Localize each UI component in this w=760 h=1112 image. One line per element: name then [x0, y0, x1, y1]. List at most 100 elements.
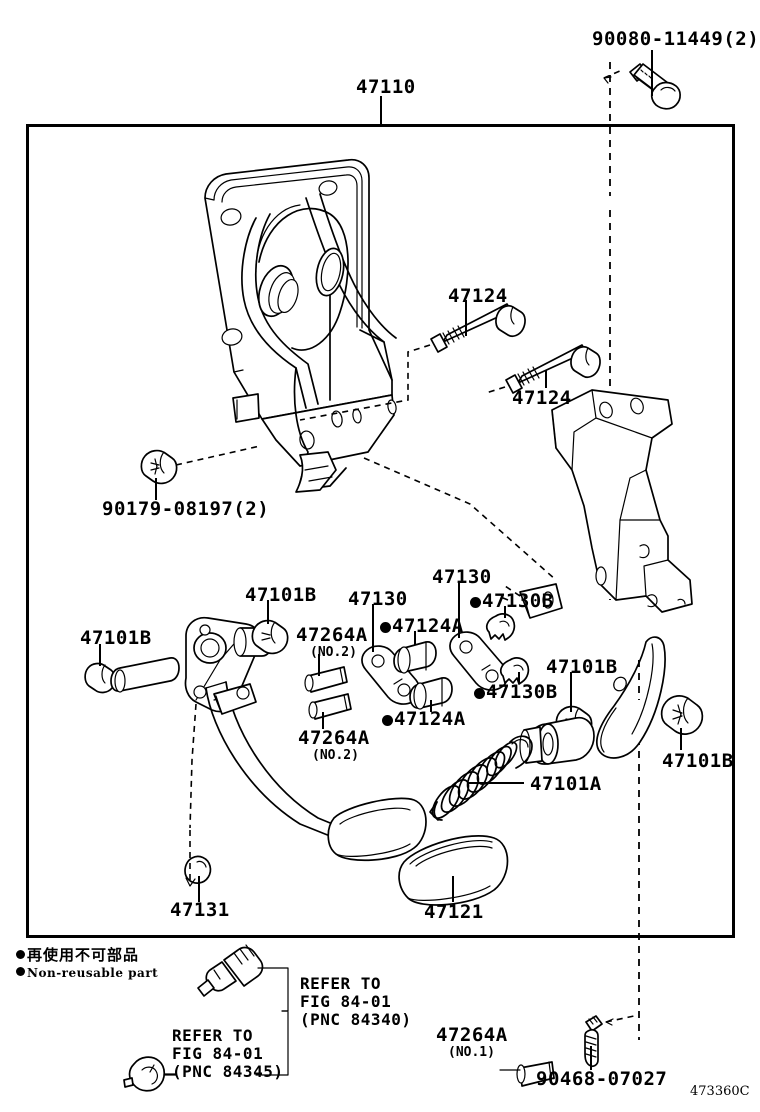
clip-47130B-lower-icon: [499, 657, 530, 685]
label-47101B-far: 47101B: [662, 750, 734, 772]
stop-lamp-switch-icon: [197, 944, 264, 997]
non-reusable-bullet-icon: [16, 950, 25, 959]
reference-fig-84-01-pnc-84345: REFER TO FIG 84-01 (PNC 84345): [172, 1027, 283, 1081]
bolt-90080-icon: [603, 63, 681, 110]
bracket-secondary-right: [497, 389, 693, 619]
leader-47264A-b: [322, 712, 324, 729]
label-47124-lower: 47124: [512, 387, 572, 409]
leader-47124-lower: [545, 370, 547, 388]
label-47124A-lower-text: 47124A: [394, 708, 466, 730]
leader-47124A-bot: [430, 700, 432, 712]
bolt-47124-upper-icon: [430, 303, 526, 353]
label-47130B-upper: 47130B: [470, 592, 554, 611]
label-47130B-upper-text: 47130B: [482, 590, 554, 612]
non-reusable-bullet-icon: [16, 967, 25, 976]
pin-47264A-no2-upper-icon: [304, 666, 348, 693]
leader-90468: [590, 1046, 592, 1070]
label-47124-upper: 47124: [448, 285, 508, 307]
return-spring-47101A-icon: [429, 735, 533, 821]
label-90468-07027: 90468-07027: [536, 1068, 668, 1090]
label-47264A-no2-lower-sub: (NO.2): [312, 748, 359, 763]
ref-84340-line1: REFER TO: [300, 974, 382, 993]
pedal-support-bracket-47110: [204, 158, 397, 493]
leader-47130-a: [372, 604, 374, 652]
leader-47101B-far: [680, 728, 682, 750]
clevis-47130-b-icon: [449, 631, 509, 691]
brake-pedal-arm: [184, 616, 427, 862]
leader-47101B-mid: [267, 600, 269, 624]
bracket-mounting-holes: [220, 180, 338, 346]
label-47124A-upper-text: 47124A: [392, 615, 464, 637]
label-47130B-lower: 47130B: [474, 683, 558, 702]
reference-fig-84-01-pnc-84340: REFER TO FIG 84-01 (PNC 84340): [300, 975, 411, 1029]
label-90179-08197: 90179-08197(2): [102, 498, 270, 520]
pedal-link-arm-right: [519, 636, 666, 765]
label-47264A-no2-upper: 47264A: [296, 624, 368, 646]
legend-english-row: Non-reusable part: [16, 967, 158, 979]
label-47124A-upper: 47124A: [380, 617, 464, 636]
non-reusable-bullet-icon: [474, 688, 485, 699]
label-47264A-no1-sub: (NO.1): [448, 1045, 495, 1060]
clevis-47130-a-icon: [361, 645, 421, 705]
bolt-47124A-lower-icon: [409, 677, 453, 710]
legend-english-text: Non-reusable part: [27, 966, 159, 980]
pivot-boss-left: [257, 264, 299, 318]
leader-90080: [651, 50, 653, 96]
vacuum-switch-icon: [123, 1056, 177, 1092]
leader-47130B-top: [504, 606, 506, 618]
ref-84340-line3: (PNC 84340): [300, 1009, 412, 1029]
label-47264A-no2-lower: 47264A: [298, 727, 370, 749]
label-47264A-no2-upper-sub: (NO.2): [310, 645, 357, 660]
label-47101B-right: 47101B: [546, 656, 618, 678]
legend-japanese-row: 再使用不可部品: [16, 948, 158, 963]
clip-90468-icon: [584, 1015, 635, 1068]
bushing-47101B-far-icon: [660, 695, 704, 735]
pin-47264A-no1-icon: [499, 1061, 555, 1087]
nut-90179-icon: [140, 445, 261, 485]
ref-84345-line1: REFER TO: [172, 1026, 254, 1045]
label-47121: 47121: [424, 901, 484, 923]
leader-47130-b: [458, 582, 460, 638]
leader-47121: [452, 876, 454, 902]
label-47130-a: 47130: [348, 588, 408, 610]
leader-47110: [380, 96, 382, 124]
label-90080-11449: 90080-11449(2): [592, 28, 760, 50]
label-47124A-lower: 47124A: [382, 710, 466, 729]
label-47130B-lower-text: 47130B: [486, 681, 558, 703]
leader-47131: [198, 876, 200, 902]
clip-47130B-upper-icon: [485, 613, 516, 641]
leader-47101B-left: [99, 644, 101, 666]
leader-47124A-top: [414, 631, 416, 645]
pin-47264A-no2-lower-icon: [308, 693, 352, 720]
leader-47130B-bot: [518, 672, 520, 684]
ref-84345-line3: (PNC 84345): [172, 1061, 284, 1081]
pivot-boss-right: [315, 247, 345, 297]
non-reusable-bullet-icon: [380, 622, 391, 633]
non-reusable-bullet-icon: [382, 715, 393, 726]
reference-leader-84340: [257, 967, 289, 1012]
label-47130-b: 47130: [432, 566, 492, 588]
leader-47101A: [468, 782, 524, 784]
figure-code: 473360C: [690, 1084, 750, 1099]
pedal-pad-47121-icon: [398, 835, 509, 906]
label-47101A: 47101A: [530, 773, 602, 795]
bolt-47124A-upper-icon: [393, 641, 437, 674]
ref-84345-line2: FIG 84-01: [172, 1043, 264, 1063]
label-47110: 47110: [356, 76, 416, 98]
label-47101B-mid: 47101B: [245, 584, 317, 606]
legend-japanese-text: 再使用不可部品: [27, 946, 140, 964]
ref-84340-line2: FIG 84-01: [300, 991, 392, 1011]
reference-leader-84345: [163, 1011, 289, 1076]
leader-90179: [155, 478, 157, 500]
label-47101B-left: 47101B: [80, 627, 152, 649]
stopper-47131-icon: [184, 830, 212, 887]
label-47264A-no1: 47264A: [436, 1024, 508, 1046]
non-reusable-bullet-icon: [470, 597, 481, 608]
legend: 再使用不可部品 Non-reusable part: [16, 948, 158, 979]
leader-47101B-right: [570, 672, 572, 712]
label-47131: 47131: [170, 899, 230, 921]
bushing-47101B-mid-icon: [251, 619, 289, 655]
leader-47124-upper: [465, 300, 467, 336]
